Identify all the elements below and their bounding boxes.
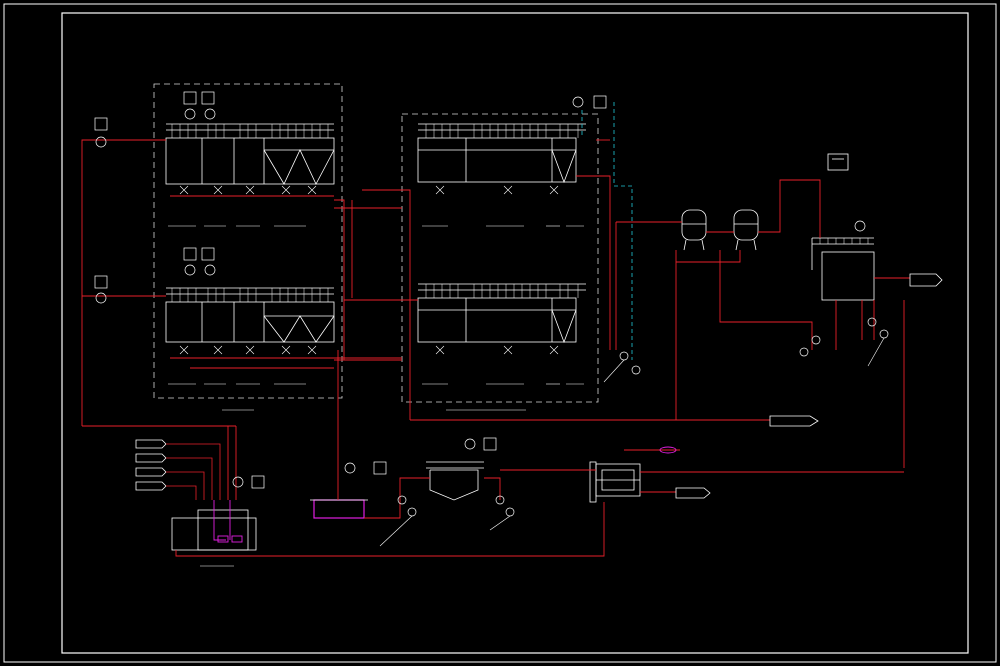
basin-grid-lines [425, 124, 579, 298]
left-process-area [153, 83, 343, 399]
right-process-area [401, 113, 599, 403]
flow-arrows [135, 273, 943, 499]
pump-icons [397, 317, 889, 517]
instrument-boxes [94, 91, 607, 489]
valve-row-upper [179, 185, 559, 195]
pressure-tank-1 [681, 209, 707, 251]
reactor-train-lower-grid [171, 288, 329, 302]
pressure-tank-2 [733, 209, 759, 251]
inlet-arrow-lines [166, 443, 221, 500]
pump-leaders [379, 337, 885, 547]
filter-press [589, 461, 641, 503]
sludge-tank [313, 499, 365, 519]
air-lines [581, 102, 633, 360]
outer-frame [3, 3, 997, 663]
chemical-lines [213, 446, 677, 543]
settling-basin-lower [417, 283, 586, 344]
label-underlines [168, 225, 584, 567]
inner-frame [61, 12, 969, 654]
clean-water-tank [811, 153, 875, 301]
clean-tank-grid [819, 238, 869, 244]
pipelines [81, 139, 910, 557]
reactor-train-upper [165, 123, 335, 185]
settling-basin-upper [417, 123, 586, 184]
valve-row-lower [179, 345, 559, 355]
reactor-train-lower [165, 287, 335, 343]
instrument-bubbles [95, 96, 866, 488]
thickener [426, 461, 484, 501]
reactor-train-upper-grid [171, 124, 329, 138]
